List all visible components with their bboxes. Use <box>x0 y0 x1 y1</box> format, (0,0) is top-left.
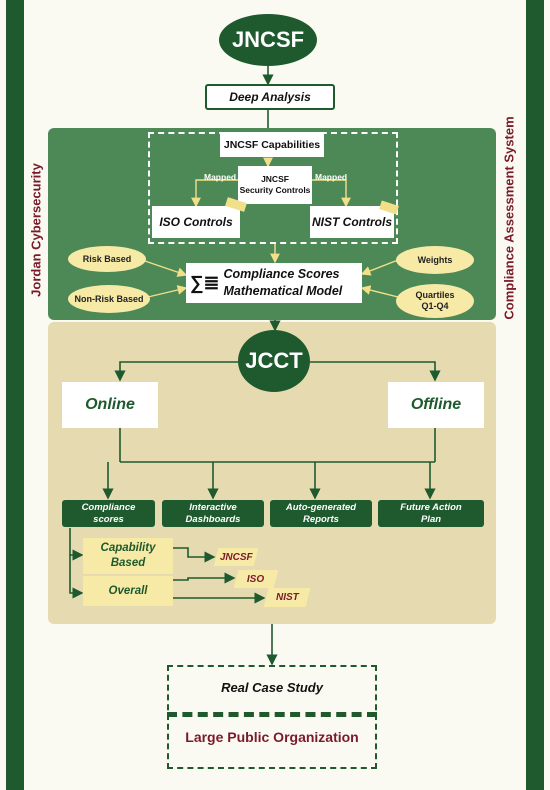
sum-icon: ∑≣ <box>190 272 220 294</box>
dashboards-line1: Interactive <box>189 501 237 513</box>
jncsf-node: JNCSF <box>219 14 317 66</box>
jncsf-tag: JNCSF <box>213 548 259 566</box>
overall-box: Overall <box>83 576 173 606</box>
case-study-divider <box>167 712 377 717</box>
deep-analysis-box: Deep Analysis <box>205 84 335 110</box>
reports-box: Auto-generated Reports <box>270 500 372 527</box>
future-plan-box: Future Action Plan <box>378 500 484 527</box>
case-study-label: Real Case Study <box>221 680 323 695</box>
organization-label: Large Public Organization <box>185 729 359 745</box>
reports-line1: Auto-generated <box>285 501 357 513</box>
offline-box: Offline <box>388 382 484 428</box>
mapped-label-left: Mapped <box>204 172 237 182</box>
right-side-bar <box>526 0 544 790</box>
quartiles-oval: Quartiles Q1-Q4 <box>396 284 474 318</box>
future-line1: Future Action <box>400 501 462 513</box>
online-box: Online <box>62 382 158 428</box>
dashboards-line2: Dashboards <box>185 513 241 525</box>
model-line1: Compliance Scores <box>223 267 340 281</box>
capability-line1: Capability <box>100 542 156 554</box>
capabilities-box: JNCSF Capabilities <box>220 132 324 157</box>
nist-controls-box: NIST Controls <box>310 206 394 238</box>
math-model-box: ∑≣ Compliance Scores Mathematical Model <box>186 263 362 303</box>
risk-based-oval: Risk Based <box>68 246 146 272</box>
non-risk-based-oval: Non-Risk Based <box>68 285 150 313</box>
compliance-line1: Compliance <box>81 501 136 513</box>
iso-controls-box: ISO Controls <box>152 206 240 238</box>
future-line2: Plan <box>420 513 442 525</box>
reports-line2: Reports <box>303 513 339 525</box>
compliance-scores-box: Compliance scores <box>62 500 155 527</box>
security-controls-line1: JNCSF <box>261 174 289 184</box>
quartiles-line1: Quartiles <box>415 290 455 300</box>
security-controls-line2: Security Controls <box>239 185 311 195</box>
left-side-bar <box>6 0 24 790</box>
jncsf-tag-label: JNCSF <box>219 551 253 563</box>
compliance-line2: scores <box>93 513 124 525</box>
mapped-label-right: Mapped <box>315 172 348 182</box>
weights-oval: Weights <box>396 246 474 274</box>
capability-line2: Based <box>110 557 146 569</box>
nist-tag-label: NIST <box>275 592 299 603</box>
iso-tag: ISO <box>233 570 279 588</box>
jcct-node: JCCT <box>238 330 310 392</box>
nist-tag: NIST <box>263 588 311 607</box>
dashboards-box: Interactive Dashboards <box>162 500 264 527</box>
case-study-frame <box>167 665 377 769</box>
security-controls-box: JNCSF Security Controls <box>238 166 312 204</box>
model-line2: Mathematical Model <box>223 284 343 298</box>
iso-tag-label: ISO <box>247 573 265 585</box>
capability-based-box: Capability Based <box>83 538 173 574</box>
quartiles-line2: Q1-Q4 <box>421 301 449 311</box>
